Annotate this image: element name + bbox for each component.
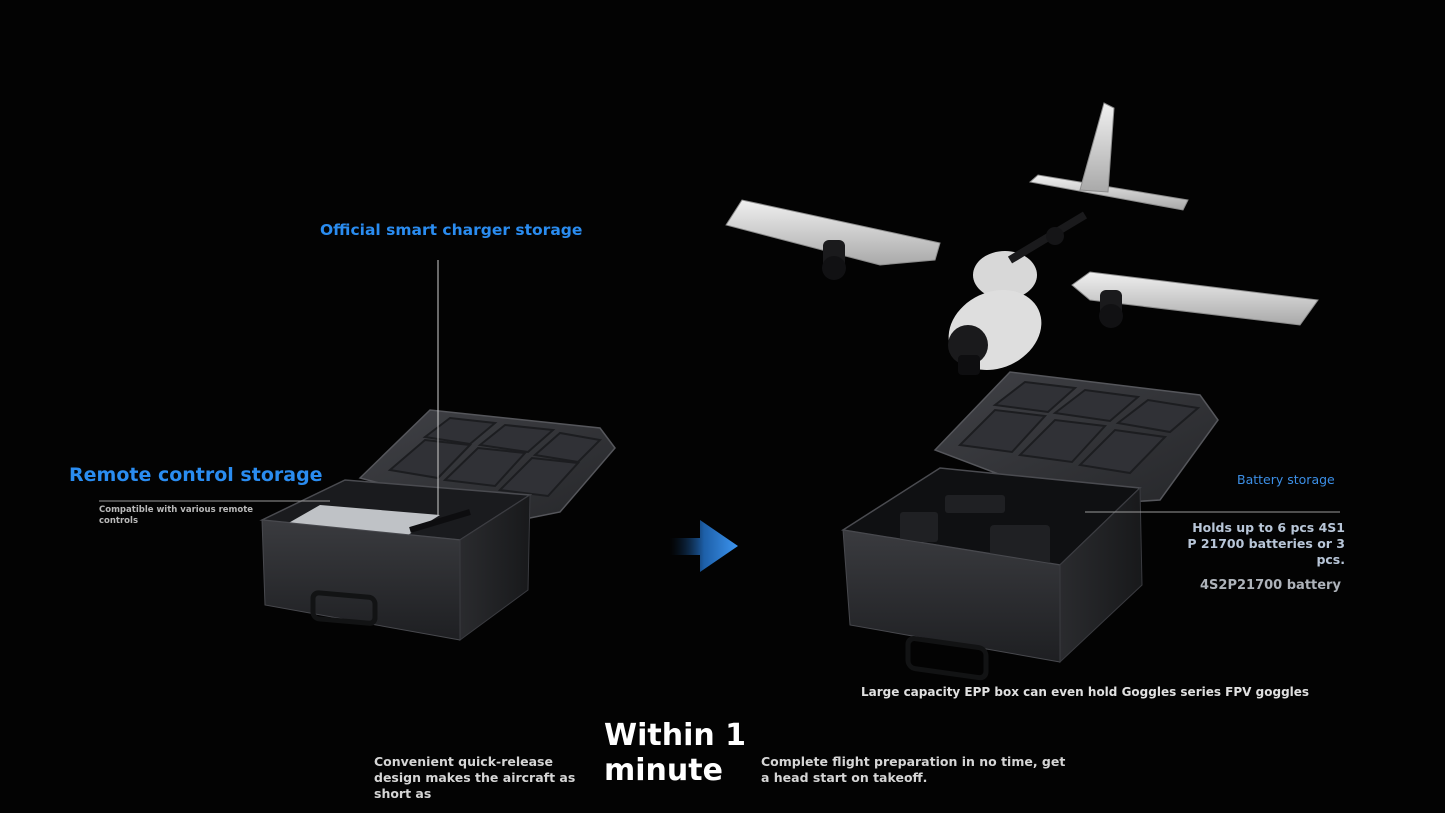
right-storage-case — [840, 371, 1219, 681]
epp-box-caption: Large capacity EPP box can even hold Gog… — [861, 685, 1310, 699]
battery-capacity-note: Holds up to 6 pcs 4S1 P 21700 batteries … — [1187, 520, 1345, 567]
quick-release-text: Convenient quick-release design makes th… — [374, 754, 576, 801]
remote-storage-label: Remote control storage — [69, 464, 323, 486]
left-storage-case — [259, 409, 616, 641]
headline-within-minute: Within 1 minute — [604, 718, 747, 788]
aircraft-illustration — [725, 102, 1319, 375]
battery-type-note: 4S2P21700 battery — [1200, 578, 1341, 593]
arrow-right-icon — [670, 520, 738, 572]
flight-prep-text: Complete flight preparation in no time, … — [761, 754, 1066, 785]
charger-storage-label: Official smart charger storage — [320, 221, 583, 239]
remote-compat-note: Compatible with various remote controls — [99, 505, 254, 526]
battery-storage-label: Battery storage — [1237, 472, 1335, 487]
